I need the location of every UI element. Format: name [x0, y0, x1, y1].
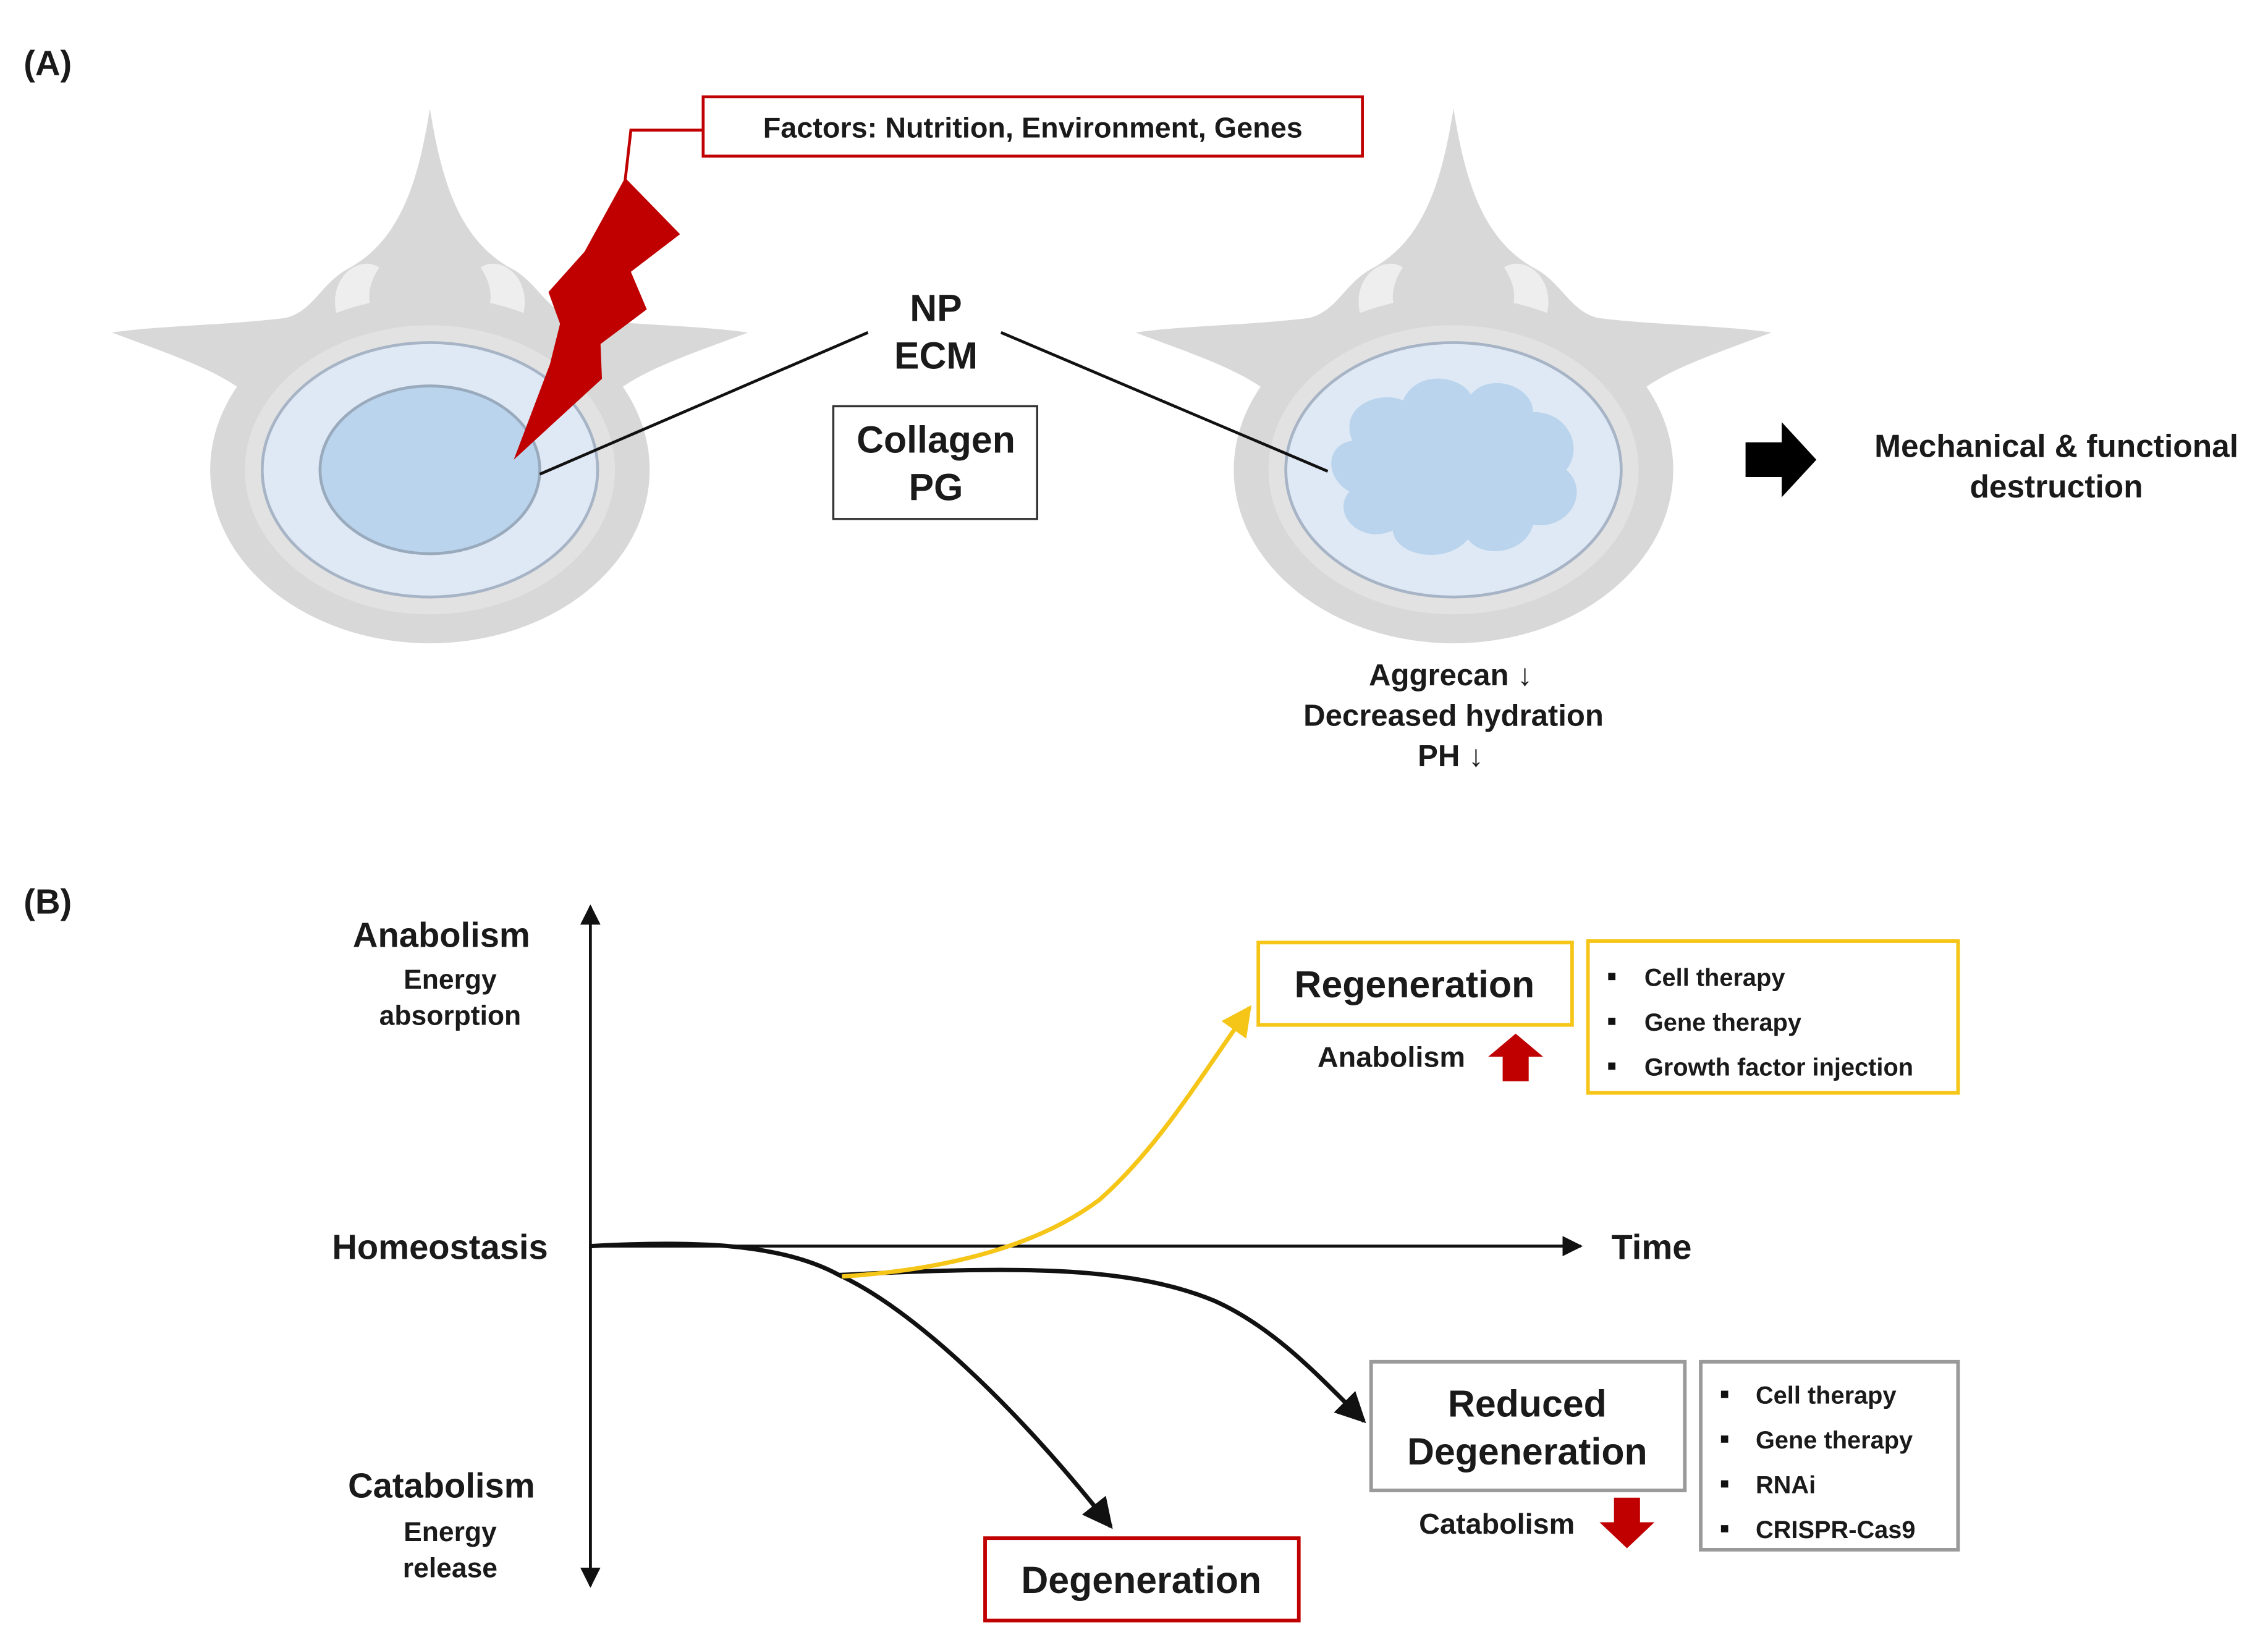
red-up-arrow-icon [1488, 1033, 1544, 1081]
bullet [1608, 1017, 1616, 1025]
reduced-degeneration-line-1: Reduced [1448, 1383, 1607, 1425]
change-hydration: Decreased hydration [1303, 699, 1604, 732]
bullet [1720, 1480, 1729, 1488]
panel-a-label: (A) [23, 44, 72, 83]
bullet [1608, 973, 1616, 981]
degeneration-label: Degeneration [1021, 1559, 1261, 1601]
time-label: Time [1612, 1228, 1692, 1267]
regeneration-box [1256, 940, 1574, 1027]
collagen-pg-box [832, 405, 1039, 520]
cloudy-nucleus [1331, 378, 1577, 556]
reduced-degeneration-curve [839, 1267, 1366, 1424]
bullet [1608, 1062, 1616, 1070]
reduced-degeneration-note: Catabolism [1419, 1508, 1575, 1540]
bullet [1720, 1390, 1729, 1398]
regeneration-therapies-box [1586, 939, 1960, 1095]
reduced-degeneration-box [1369, 1359, 1687, 1492]
outcome-line-1: Mechanical & functional [1874, 428, 2238, 463]
regen-therapy-2: Gene therapy [1644, 1009, 1801, 1036]
degeneration-curve [590, 1241, 1113, 1529]
anabolism-sub-1: Energy [404, 965, 497, 995]
catabolism-title: Catabolism [348, 1466, 535, 1505]
homeostasis-label: Homeostasis [332, 1228, 548, 1267]
reduced-degeneration-therapy-list: Cell therapy Gene therapy RNAi CRISPR-Ca… [1720, 1382, 1916, 1544]
healthy-disc-illustration [111, 108, 748, 644]
regeneration-label: Regeneration [1295, 963, 1535, 1005]
lightning-bolt-icon [514, 177, 680, 460]
regeneration-note: Anabolism [1318, 1041, 1465, 1073]
red-down-arrow-icon [1599, 1497, 1655, 1549]
factors-text: Factors: Nutrition, Environment, Genes [763, 111, 1303, 143]
degeneration-box [983, 1536, 1301, 1623]
bullet [1720, 1525, 1729, 1532]
regen-therapy-3: Growth factor injection [1644, 1054, 1913, 1081]
reduced-degeneration-therapies-box [1699, 1359, 1960, 1552]
degenerated-disc-illustration [1135, 108, 1772, 644]
right-connector-line [1000, 331, 1329, 473]
outcome-line-2: destruction [1970, 468, 2143, 504]
factors-box [701, 95, 1364, 158]
reduced-therapy-2: Gene therapy [1756, 1427, 1913, 1454]
block-arrow-right-icon [1745, 422, 1817, 497]
change-ph: PH ↓ [1418, 740, 1483, 773]
reduced-degeneration-line-2: Degeneration [1407, 1430, 1648, 1473]
reduced-therapy-4: CRISPR-Cas9 [1756, 1516, 1916, 1544]
panel-b-label: (B) [23, 882, 72, 921]
pg-label: PG [909, 466, 963, 508]
regeneration-therapy-list: Cell therapy Gene therapy Growth factor … [1608, 965, 1913, 1081]
factors-connector [624, 129, 703, 181]
left-connector-line [539, 331, 869, 476]
catabolism-sub-2: release [403, 1553, 497, 1583]
ecm-label: ECM [894, 335, 978, 377]
catabolism-sub-1: Energy [404, 1517, 497, 1547]
bullet [1720, 1435, 1729, 1443]
regeneration-curve [842, 1005, 1252, 1279]
change-aggrecan: Aggrecan ↓ [1369, 659, 1533, 692]
reduced-therapy-1: Cell therapy [1756, 1382, 1897, 1409]
collagen-label: Collagen [857, 418, 1015, 460]
regen-therapy-1: Cell therapy [1644, 965, 1785, 992]
anabolism-sub-2: absorption [379, 1001, 522, 1031]
reduced-therapy-3: RNAi [1756, 1472, 1816, 1499]
np-label: NP [910, 287, 962, 329]
anabolism-title: Anabolism [353, 915, 530, 954]
